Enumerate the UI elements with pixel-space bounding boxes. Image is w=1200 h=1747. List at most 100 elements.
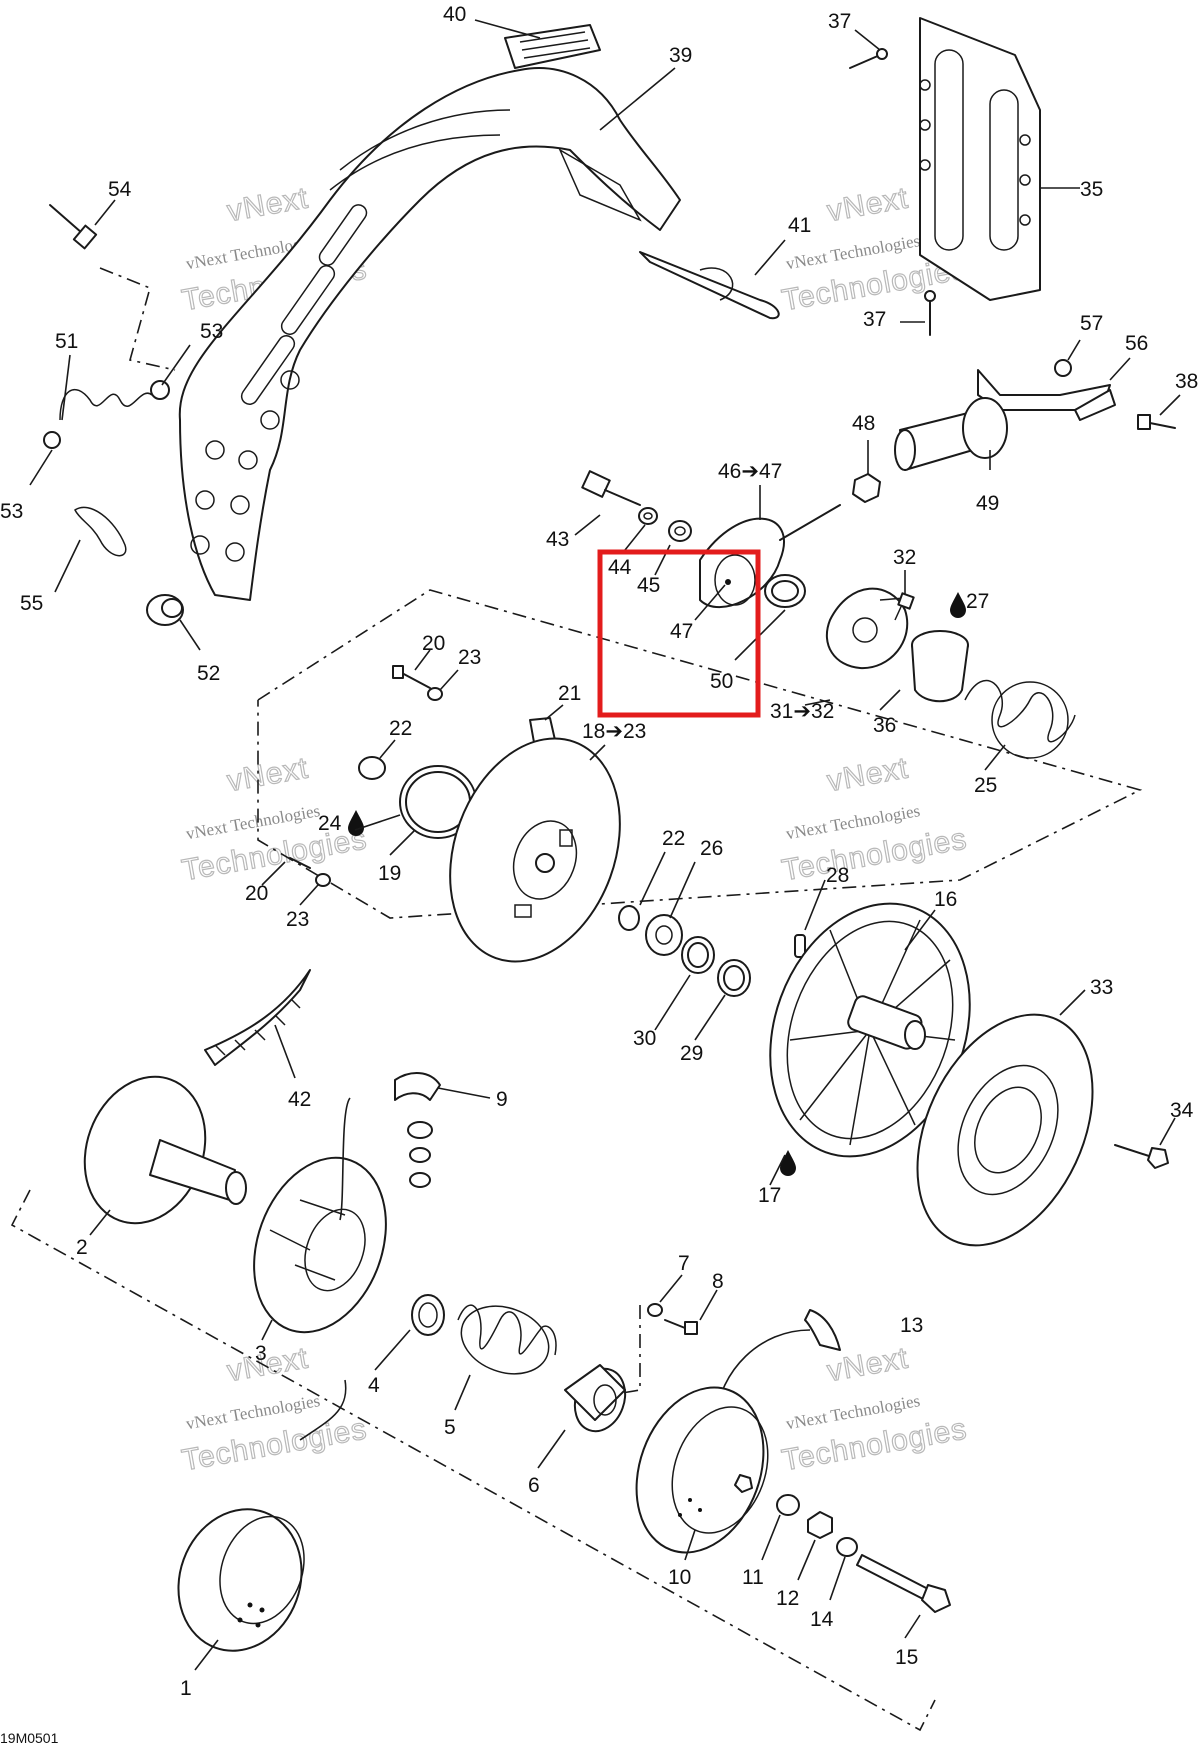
part-20-screw-lower <box>289 857 311 869</box>
callout-29: 29 <box>680 1042 703 1065</box>
callout-labels: 40 39 37 35 54 41 37 53 51 57 56 38 48 5… <box>0 3 1198 1700</box>
watermark: vNext vNext Technologies Technologies <box>179 1341 370 1478</box>
part-36-sleeve <box>911 630 969 703</box>
callout-27: 27 <box>966 590 989 613</box>
callout-17: 17 <box>758 1184 781 1207</box>
callout-16: 16 <box>934 888 957 911</box>
part-45-washer <box>668 520 692 542</box>
callout-55: 55 <box>20 592 43 615</box>
diagram-code: 19M0501 <box>0 1730 59 1746</box>
part-23-washer-upper <box>427 687 443 701</box>
callout-20: 20 <box>422 632 445 655</box>
part-41-spring-clip <box>639 251 780 320</box>
part-5-spring <box>457 1304 557 1375</box>
drive-pulley-outline <box>10 1189 936 1732</box>
callout-6: 6 <box>528 1474 540 1497</box>
part-3-spider <box>253 1156 387 1334</box>
highlight-box <box>597 549 761 718</box>
part-26-washer <box>645 914 683 956</box>
callout-31-32: 31➔32 <box>770 700 834 723</box>
part-22-oring-lower <box>618 905 640 931</box>
callout-11: 11 <box>742 1566 764 1589</box>
callout-15: 15 <box>895 1646 918 1669</box>
callout-32: 32 <box>893 546 916 569</box>
part-46-lever <box>699 504 841 609</box>
callout-18-23: 18➔23 <box>582 720 646 743</box>
part-38-bolt <box>1137 414 1176 430</box>
callout-23: 23 <box>458 646 481 669</box>
part-57-washer <box>1054 359 1072 377</box>
callout-28: 28 <box>826 864 849 887</box>
part-9-roller-arm <box>394 1072 441 1188</box>
part-32-slider <box>897 592 915 610</box>
callout-21: 21 <box>558 682 581 705</box>
callout-13: 13 <box>900 1314 923 1337</box>
callout-7: 7 <box>678 1252 690 1275</box>
part-54-rivet <box>49 204 98 250</box>
part-7-washer <box>647 1303 663 1317</box>
callout-35: 35 <box>1080 178 1103 201</box>
part-29-ring <box>717 959 751 997</box>
part-50-ring <box>764 574 806 608</box>
part-11-washer <box>776 1494 800 1516</box>
part-43-bolt <box>581 470 641 506</box>
callout-25: 25 <box>974 774 997 797</box>
part-40-decal <box>504 24 601 69</box>
watermark: vNext vNext Technologies Technologies <box>779 751 970 888</box>
driven-pulley-outline <box>257 589 1143 919</box>
callout-56: 56 <box>1125 332 1148 355</box>
assembly-outlines <box>10 267 1143 1732</box>
callout-24: 24 <box>318 812 342 835</box>
callout-50: 50 <box>710 670 733 693</box>
part-12-nut <box>807 1511 833 1539</box>
callout-26: 26 <box>700 837 723 860</box>
part-2-fixed-sheave <box>83 1075 247 1225</box>
callout-19: 19 <box>378 862 401 885</box>
callout-12: 12 <box>776 1587 799 1610</box>
callout-8: 8 <box>712 1270 724 1293</box>
callout-34: 34 <box>1170 1099 1194 1122</box>
part-51-ground-wire <box>43 380 170 449</box>
callout-1: 1 <box>180 1677 192 1700</box>
callout-37: 37 <box>863 308 886 331</box>
callout-33: 33 <box>1090 976 1113 999</box>
part-30-ring <box>681 936 715 974</box>
callout-48: 48 <box>852 412 875 435</box>
part-48-nut <box>852 473 881 503</box>
part-52-grommet <box>146 594 184 626</box>
callout-38: 38 <box>1175 370 1198 393</box>
callout-45: 45 <box>637 574 660 597</box>
lubrication-drop-icon-17 <box>780 1150 796 1176</box>
part-10-cover <box>635 1386 769 1554</box>
part-25-spring <box>964 679 1076 759</box>
part-16-driven-sheave <box>769 902 971 1158</box>
callout-52: 52 <box>197 662 220 685</box>
callout-37: 37 <box>828 10 851 33</box>
svg-text:vNext: vNext <box>825 752 911 799</box>
callout-3: 3 <box>255 1342 267 1365</box>
callout-53: 53 <box>0 500 23 523</box>
lubrication-drop-icon-24 <box>348 810 364 836</box>
part-15-bolt <box>856 1554 951 1613</box>
part-22-oring-upper <box>358 756 386 780</box>
part-37-rivet-upper <box>849 48 888 69</box>
part-18-driven-half <box>449 737 621 963</box>
callout-40: 40 <box>443 3 466 26</box>
part-35-bracket-plate <box>919 17 1080 301</box>
part-39-belt-guard <box>178 67 681 601</box>
lubrication-drop-icon-27 <box>950 592 966 618</box>
callout-54: 54 <box>108 178 132 201</box>
callout-22: 22 <box>662 827 685 850</box>
part-6-cam <box>564 1364 627 1433</box>
svg-text:vNext: vNext <box>825 182 911 229</box>
callout-46-47: 46➔47 <box>718 460 782 483</box>
callout-53: 53 <box>200 320 223 343</box>
callout-41: 41 <box>788 214 811 237</box>
part-14-washer <box>836 1537 858 1557</box>
part-44-washer <box>638 507 658 525</box>
callout-49: 49 <box>976 492 999 515</box>
callout-43: 43 <box>546 528 569 551</box>
callout-20: 20 <box>245 882 268 905</box>
part-8-screw <box>664 1319 698 1335</box>
part-23-washer-lower <box>315 873 331 887</box>
